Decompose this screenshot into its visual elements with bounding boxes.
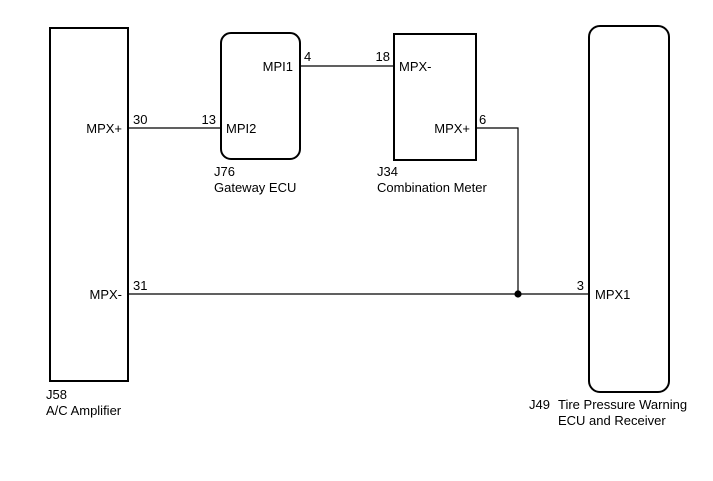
j58-pin-31-number: 31 <box>133 278 147 293</box>
j58-component-name: A/C Amplifier <box>46 403 122 418</box>
j76-gateway-ecu-box <box>220 32 301 160</box>
j49-connector-id: J49 <box>529 397 550 412</box>
j34-pin-18-label: MPX- <box>399 59 432 74</box>
j58-pin-31-label: MPX- <box>90 287 123 302</box>
j49-component-name-line2: ECU and Receiver <box>558 413 666 428</box>
wire-j34-6-to-junction <box>476 127 519 294</box>
j76-pin-13-number: 13 <box>202 112 216 127</box>
j49-tire-pressure-ecu-box <box>588 25 670 393</box>
j58-connector-id: J58 <box>46 387 67 402</box>
j58-ac-amplifier-box <box>49 27 129 382</box>
j76-pin-13-label: MPI2 <box>226 121 256 136</box>
j34-pin-6-label: MPX+ <box>434 121 470 136</box>
j49-pin-3-label: MPX1 <box>595 287 630 302</box>
j34-connector-id: J34 <box>377 164 398 179</box>
j34-component-name: Combination Meter <box>377 180 487 195</box>
j49-pin-3-number: 3 <box>577 278 584 293</box>
j76-pin-4-label: MPI1 <box>263 59 293 74</box>
j34-pin-6-number: 6 <box>479 112 486 127</box>
j76-pin-4-number: 4 <box>304 49 311 64</box>
j76-component-name: Gateway ECU <box>214 180 296 195</box>
j58-pin-30-number: 30 <box>133 112 147 127</box>
j58-pin-30-label: MPX+ <box>86 121 122 136</box>
j49-component-name-line1: Tire Pressure Warning <box>558 397 687 412</box>
splice-junction-dot <box>514 290 522 298</box>
j34-pin-18-number: 18 <box>376 49 390 64</box>
j76-connector-id: J76 <box>214 164 235 179</box>
j34-combination-meter-box <box>393 33 477 161</box>
